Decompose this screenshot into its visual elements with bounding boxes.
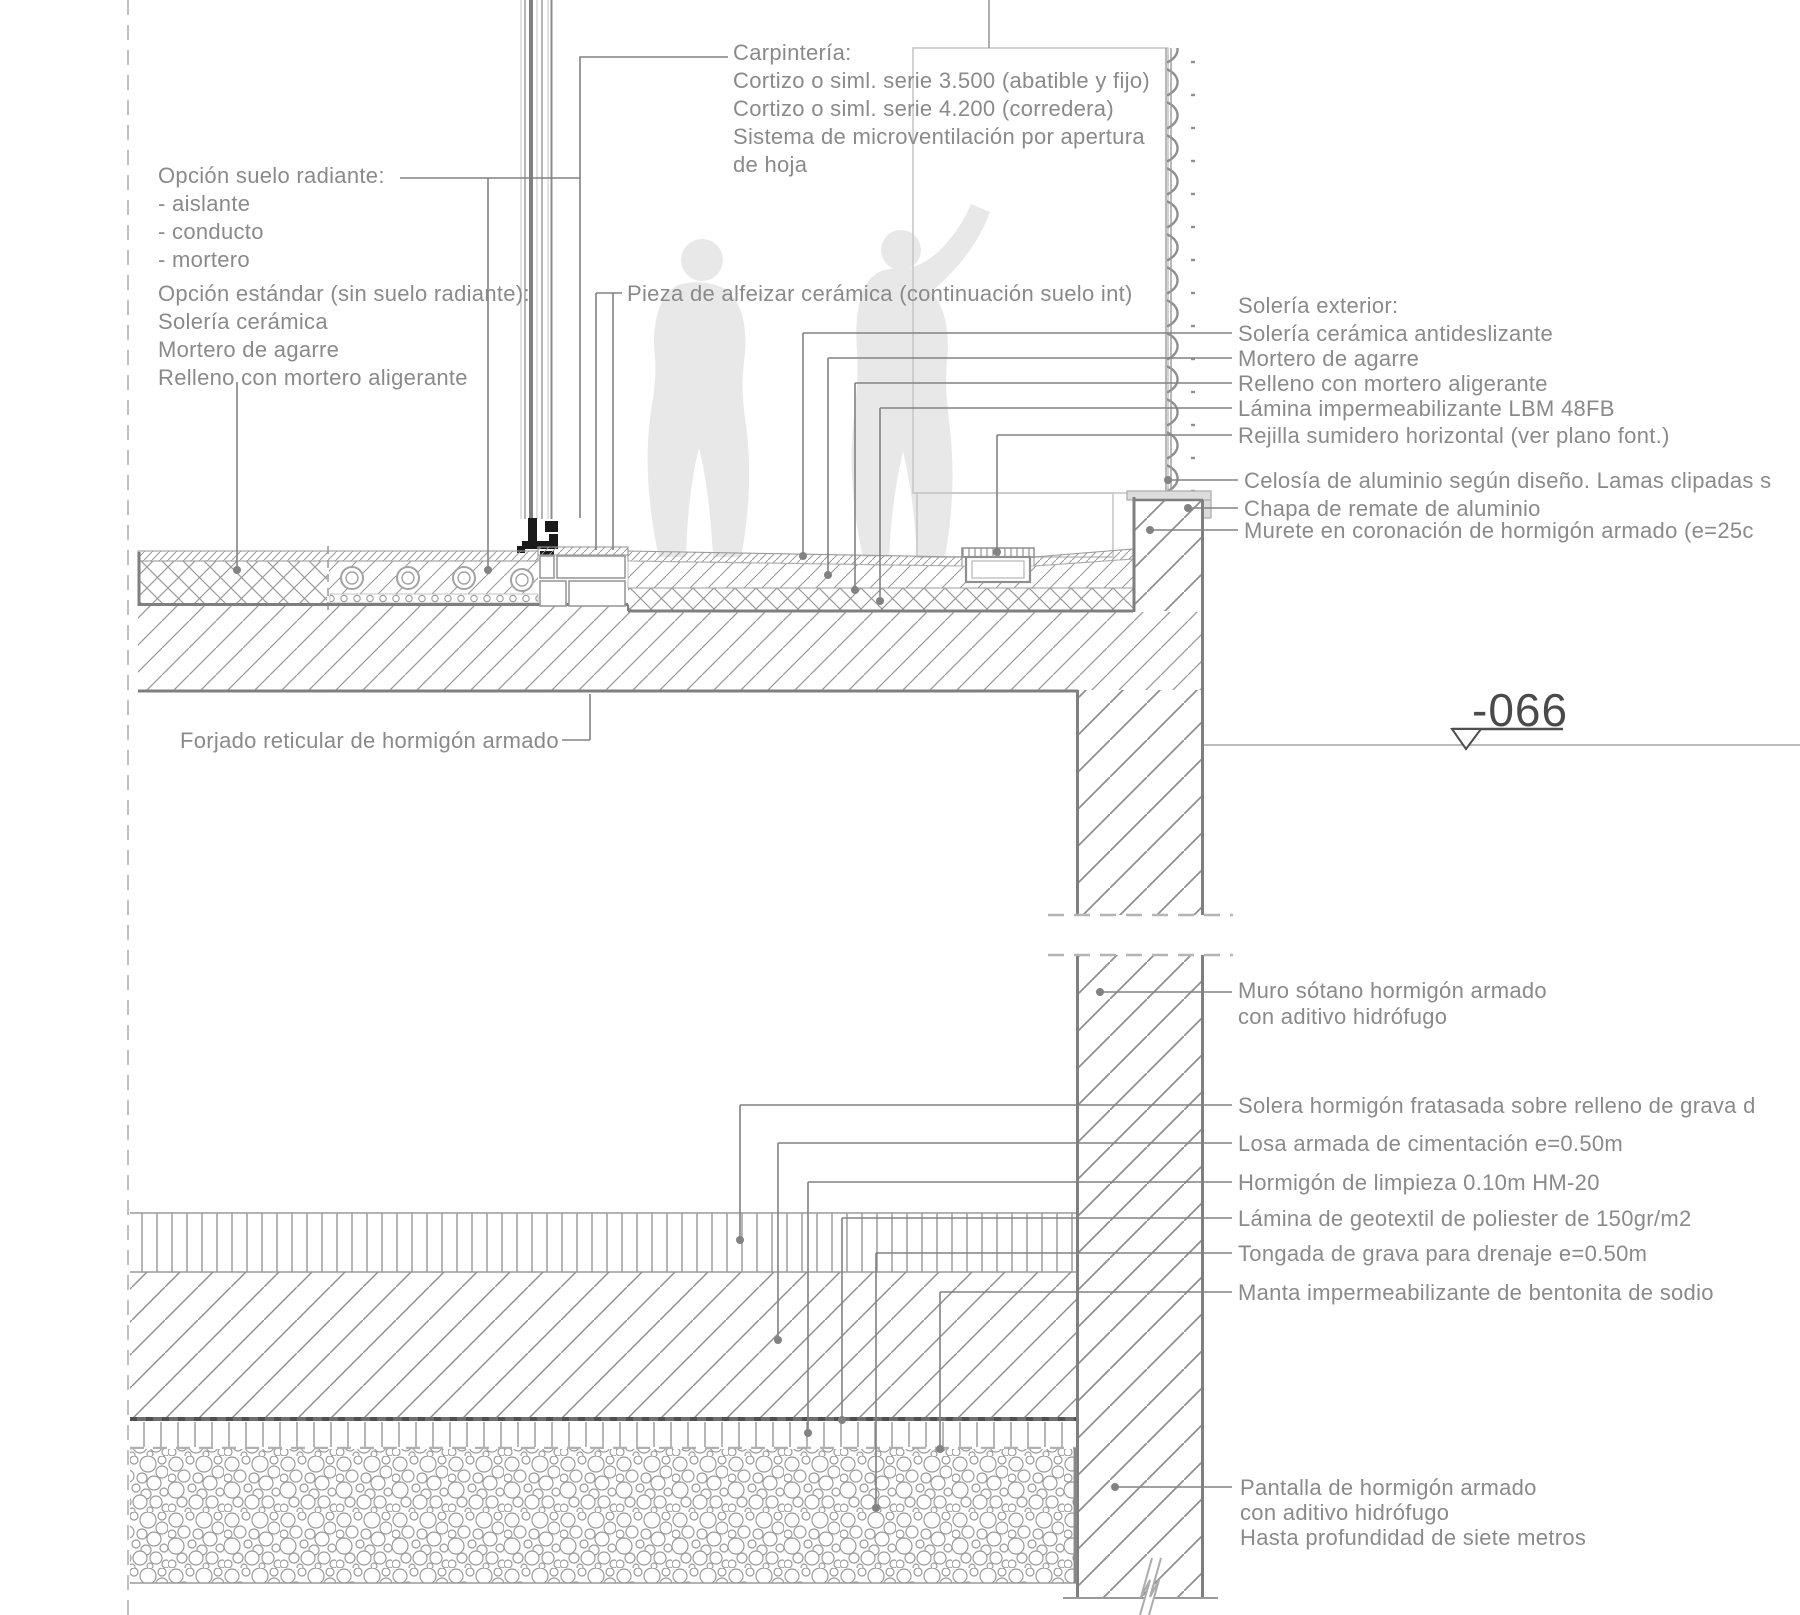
basement-wall bbox=[1078, 955, 1203, 1598]
label-estandar-1: Solería cerámica bbox=[158, 309, 328, 334]
label-radiante-title: Opción suelo radiante: bbox=[158, 163, 385, 188]
label-carpinteria-4: de hoja bbox=[733, 152, 808, 177]
window-sill bbox=[537, 546, 629, 607]
label-rejilla: Rejilla sumidero horizontal (ver plano f… bbox=[1238, 423, 1670, 448]
person-silhouettes bbox=[647, 204, 990, 557]
aluminium-cap bbox=[1126, 490, 1212, 501]
leader-dots bbox=[233, 476, 1192, 1512]
limpieza-layer bbox=[130, 1422, 1076, 1447]
leader-lamina-lbm bbox=[879, 407, 1232, 598]
label-solera: Solera hormigón fratasada sobre relleno … bbox=[1238, 1093, 1756, 1118]
label-pantalla-3: Hasta profundidad de siete metros bbox=[1240, 1525, 1587, 1550]
label-soleria-ceramica: Solería cerámica antideslizante bbox=[1238, 321, 1554, 346]
losa-layer bbox=[130, 1272, 1076, 1418]
leader-grava bbox=[875, 1252, 1232, 1506]
leader-geotextil bbox=[841, 1217, 1232, 1418]
label-grava: Tongada de grava para drenaje e=0.50m bbox=[1238, 1241, 1648, 1266]
leader-lines bbox=[236, 56, 1238, 1506]
label-manta: Manta impermeabilizante de bentonita de … bbox=[1238, 1280, 1714, 1305]
floor-slab bbox=[138, 606, 1203, 693]
level-triangle-icon bbox=[1450, 728, 1483, 751]
label-radiante-2: - conducto bbox=[158, 219, 264, 244]
interior-floor bbox=[137, 546, 628, 610]
label-estandar-2: Mortero de agarre bbox=[158, 337, 340, 362]
label-lamina-lbm: Lámina impermeabilizante LBM 48FB bbox=[1238, 396, 1615, 421]
label-murete: Murete en coronación de hormigón armado … bbox=[1244, 518, 1754, 543]
leader-relleno bbox=[854, 382, 1232, 587]
leader-soleria-ceramica bbox=[802, 332, 1232, 553]
leader-alfeizar bbox=[595, 292, 622, 550]
level-value: -066 bbox=[1472, 684, 1569, 736]
label-losa: Losa armada de cimentación e=0.50m bbox=[1238, 1131, 1624, 1156]
label-muro-sotano-1: Muro sótano hormigón armado bbox=[1238, 978, 1547, 1003]
label-soleria-exterior-title: Solería exterior: bbox=[1238, 293, 1399, 318]
label-muro-sotano-2: con aditivo hidrófugo bbox=[1238, 1004, 1448, 1029]
label-pantalla-2: con aditivo hidrófugo bbox=[1240, 1500, 1450, 1525]
walls bbox=[1048, 500, 1233, 1615]
wall-break-symbol bbox=[1140, 1558, 1161, 1615]
label-estandar-3: Relleno con mortero aligerante bbox=[158, 365, 468, 390]
label-geotextil: Lámina de geotextil de poliester de 150g… bbox=[1238, 1206, 1692, 1231]
parapet-murete bbox=[1126, 490, 1212, 612]
leader-limpieza bbox=[807, 1181, 1232, 1431]
leader-losa bbox=[777, 1142, 1232, 1338]
label-estandar-title: Opción estándar (sin suelo radiante): bbox=[158, 281, 530, 306]
label-mortero-agarre: Mortero de agarre bbox=[1238, 346, 1420, 371]
leader-mortero-agarre bbox=[827, 357, 1232, 572]
label-carpinteria-title: Carpintería: bbox=[733, 40, 852, 65]
label-radiante-1: - aislante bbox=[158, 191, 251, 216]
label-pantalla-1: Pantalla de hormigón armado bbox=[1240, 1475, 1537, 1500]
gravel-layer bbox=[130, 1449, 1076, 1583]
louver-celosia bbox=[1165, 48, 1195, 493]
label-carpinteria-1: Cortizo o siml. serie 3.500 (abatible y … bbox=[733, 68, 1150, 93]
level-marker bbox=[1204, 727, 1800, 751]
ground-layers bbox=[130, 1212, 1077, 1584]
label-carpinteria-2: Cortizo o siml. serie 4.200 (corredera) bbox=[733, 96, 1114, 121]
radiant-pipes bbox=[340, 566, 534, 592]
label-alfeizar: Pieza de alfeizar cerámica (continuación… bbox=[627, 281, 1133, 306]
leader-rejilla bbox=[996, 434, 1232, 549]
label-limpieza: Hormigón de limpieza 0.10m HM-20 bbox=[1238, 1170, 1600, 1195]
label-celosia: Celosía de aluminio según diseño. Lamas … bbox=[1244, 468, 1772, 493]
label-forjado: Forjado reticular de hormigón armado bbox=[180, 728, 559, 753]
leader-forjado bbox=[562, 694, 591, 741]
leader-solera bbox=[739, 1104, 1232, 1238]
person-silhouette-right bbox=[851, 204, 990, 557]
label-radiante-3: - mortero bbox=[158, 247, 250, 272]
wall-under-slab bbox=[1078, 690, 1203, 915]
label-chapa: Chapa de remate de aluminio bbox=[1244, 496, 1541, 521]
label-carpinteria-3: Sistema de microventilación por apertura bbox=[733, 124, 1145, 149]
person-silhouette-left bbox=[647, 239, 750, 557]
window-mullion bbox=[520, 0, 553, 519]
label-relleno-mortero: Relleno con mortero aligerante bbox=[1238, 371, 1548, 396]
leader-manta bbox=[939, 1291, 1232, 1447]
solera-layer bbox=[130, 1213, 1076, 1272]
leader-carpinteria bbox=[579, 56, 728, 518]
